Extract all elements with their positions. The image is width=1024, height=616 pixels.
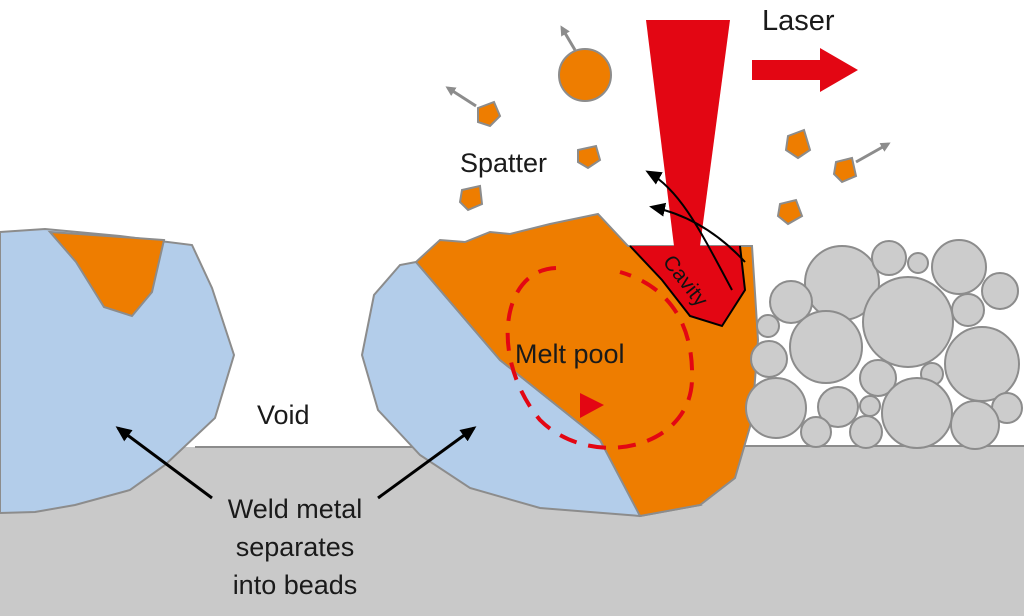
pointer-arrow-left-bead [115, 426, 213, 500]
spatter-droplet [558, 48, 612, 102]
cavity-outline [629, 245, 747, 328]
powder-particle [881, 377, 953, 449]
spatter-droplet [832, 156, 858, 184]
vapor-flow-arrow-1 [645, 170, 733, 291]
label-laser: Laser [762, 5, 835, 37]
laser-direction-arrow [752, 48, 858, 92]
powder-particle [859, 359, 897, 397]
powder-particle [871, 240, 907, 276]
left-bead-remelt [47, 230, 166, 318]
label-weld-metal-line-2: separates [236, 532, 355, 562]
spatter-trajectory-arrow [560, 25, 577, 51]
cavity [630, 246, 745, 326]
spatter-droplet [458, 184, 484, 212]
powder-particle [750, 340, 788, 378]
spatter-droplet [784, 128, 812, 160]
powder-particle [951, 293, 985, 327]
powder-particle [862, 276, 954, 368]
spatter-trajectory-arrow [445, 86, 477, 108]
powder-particle [950, 400, 1000, 450]
melt-flow-arrowhead [580, 393, 604, 418]
powder-particle [931, 239, 987, 295]
powder-particle [849, 415, 883, 449]
laser-beam [646, 20, 730, 246]
label-void: Void [257, 400, 310, 430]
spatter-droplet [577, 144, 602, 170]
powder-particle [745, 377, 807, 439]
powder-particle [817, 386, 859, 428]
powder-particle [944, 326, 1020, 402]
label-weld-metal-line-1: Weld metal [228, 494, 363, 524]
powder-particle [981, 272, 1019, 310]
powder-particle [756, 314, 780, 338]
label-spatter: Spatter [460, 148, 547, 178]
label-weld-metal-line-3: into beads [233, 570, 358, 600]
powder-bed [745, 239, 1023, 450]
label-melt-pool: Melt pool [515, 339, 625, 369]
spatter-droplet [776, 198, 804, 226]
melt-flow-circulation [505, 266, 695, 450]
powder-particle [800, 416, 832, 448]
powder-particle [907, 252, 929, 274]
powder-particle [789, 310, 863, 384]
spatter-trajectory-arrow [855, 142, 891, 164]
pointer-arrow-right-bead [377, 426, 477, 500]
powder-particle [859, 395, 881, 417]
powder-particle [769, 280, 813, 324]
spatter-droplet [477, 100, 502, 128]
vapor-flow-arrow-2 [649, 202, 746, 263]
